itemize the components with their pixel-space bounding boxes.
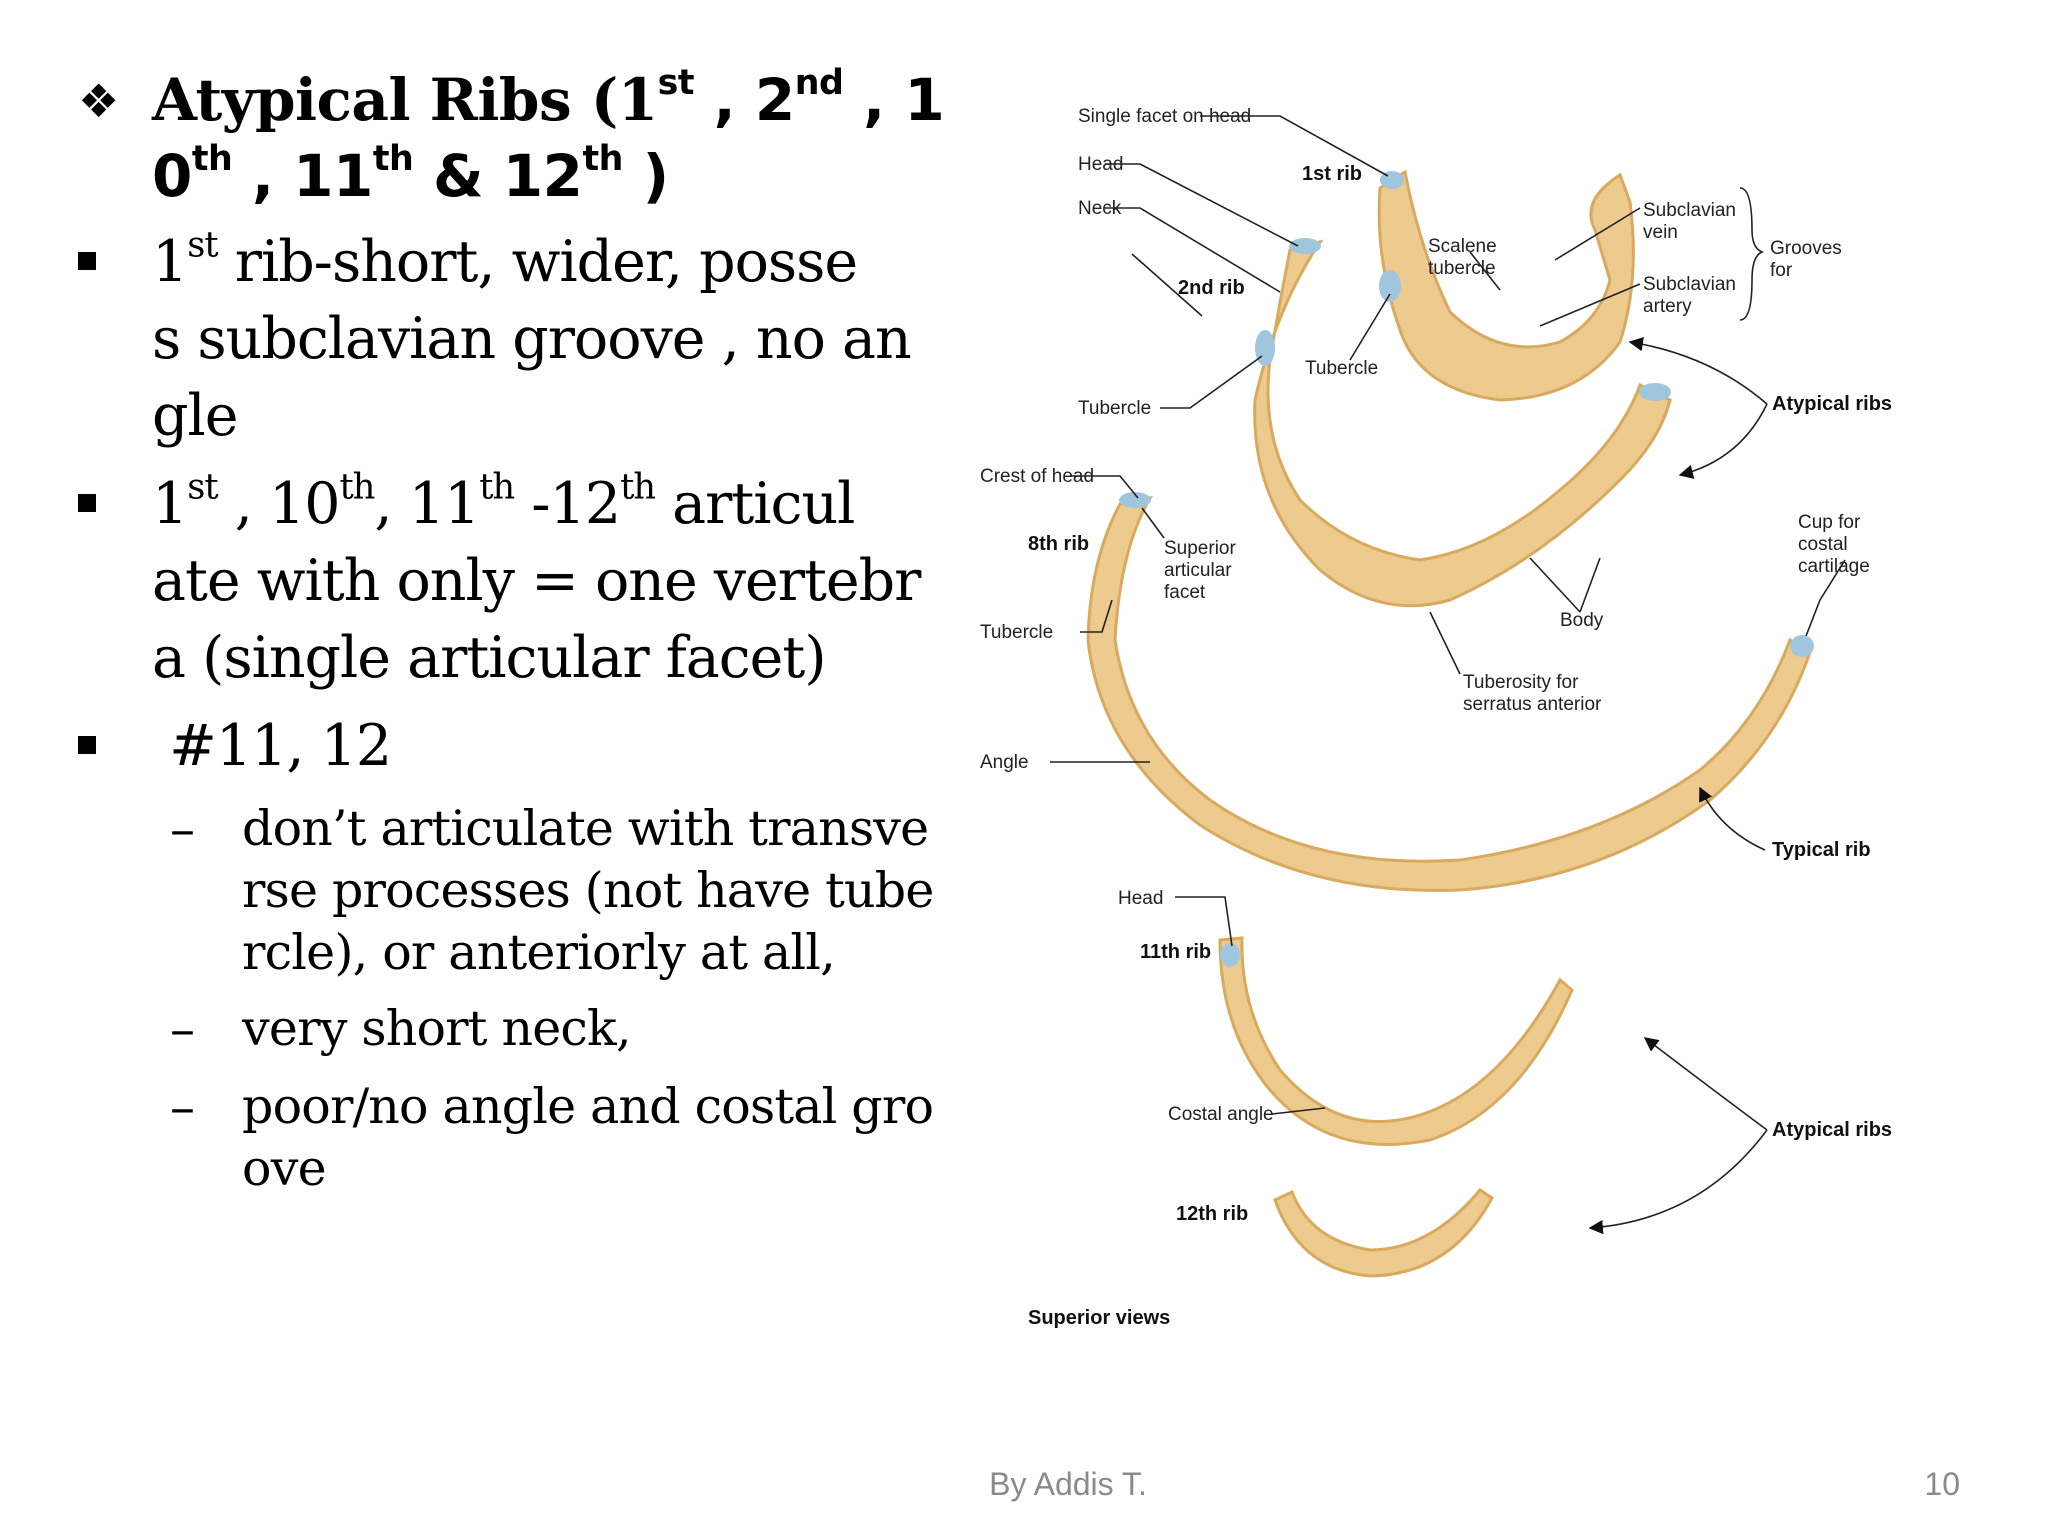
rib-anatomy-figure: Single facet on head Head Neck 1st rib 2… bbox=[980, 80, 1930, 1360]
leader-line bbox=[1529, 557, 1581, 613]
rib-anatomy-svg: Single facet on head Head Neck 1st rib 2… bbox=[980, 106, 1892, 1329]
leader-line bbox=[1469, 251, 1501, 291]
arrow-icon bbox=[1699, 786, 1766, 851]
arrow-icon bbox=[1643, 1037, 1768, 1131]
sub-bullet-text: very short neck, bbox=[242, 1000, 632, 1057]
dash-bullet-icon: – bbox=[170, 800, 195, 858]
leader-line bbox=[1539, 283, 1641, 327]
square-bullet-icon bbox=[78, 252, 96, 270]
label-first-rib: 1st rib bbox=[1302, 163, 1362, 185]
footer-author: By Addis T. bbox=[989, 1466, 1147, 1502]
arrow-icon bbox=[1628, 336, 1768, 405]
label-second-rib: 2nd rib bbox=[1178, 277, 1245, 299]
label-atypical-ribs-bottom: Atypical ribs bbox=[1772, 1119, 1892, 1141]
label-single-facet: Single facet on head bbox=[1078, 106, 1251, 127]
leader-line bbox=[1131, 253, 1203, 317]
twelfth-rib-shape bbox=[1273, 1188, 1494, 1278]
eighth-rib-cup bbox=[1790, 635, 1814, 657]
grooves-brace bbox=[1739, 187, 1765, 321]
dash-bullet-icon: – bbox=[170, 1078, 195, 1136]
label-atypical-ribs-top: Atypical ribs bbox=[1772, 393, 1892, 415]
leader-line bbox=[1429, 611, 1461, 675]
dash-bullet-icon: – bbox=[170, 1000, 195, 1058]
leader-line bbox=[1271, 1107, 1326, 1115]
label-angle: Angle bbox=[980, 752, 1029, 773]
label-eighth-rib: 8th rib bbox=[1028, 533, 1089, 555]
leader-line bbox=[1070, 475, 1139, 499]
second-rib-shape bbox=[1253, 239, 1672, 608]
leader-line bbox=[1200, 115, 1389, 177]
second-rib-tubercle bbox=[1255, 330, 1275, 366]
slide-page-number: 10 bbox=[1924, 1466, 1960, 1502]
eleventh-rib-shape bbox=[1218, 936, 1574, 1146]
label-tubercle-first: Tubercle bbox=[1305, 358, 1378, 379]
leader-line bbox=[1579, 557, 1601, 613]
square-bullet-icon bbox=[78, 494, 96, 512]
diamond-4-bullet-icon: ❖ bbox=[78, 74, 120, 128]
label-superior-views: Superior views bbox=[1028, 1307, 1170, 1329]
second-rib-end-cartilage bbox=[1639, 383, 1671, 401]
leader-line bbox=[1175, 896, 1233, 947]
leader-line bbox=[1105, 207, 1281, 293]
label-head-eleventh: Head bbox=[1118, 888, 1163, 909]
leader-line bbox=[1141, 507, 1165, 539]
label-neck: Neck bbox=[1078, 198, 1122, 219]
second-rib-head-facet bbox=[1289, 238, 1321, 254]
arrow-icon bbox=[1678, 403, 1768, 479]
arrow-icon bbox=[1588, 1129, 1768, 1235]
label-crest-of-head: Crest of head bbox=[980, 466, 1094, 487]
leader-line bbox=[1080, 599, 1113, 633]
label-twelfth-rib: 12th rib bbox=[1176, 1203, 1248, 1225]
leader-line bbox=[1554, 207, 1641, 261]
square-bullet-icon bbox=[78, 736, 96, 754]
leader-line bbox=[1160, 355, 1263, 409]
label-head: Head bbox=[1078, 154, 1123, 175]
leader-line bbox=[1805, 559, 1846, 637]
label-body: Body bbox=[1560, 610, 1604, 631]
eighth-rib-head-facet bbox=[1119, 492, 1151, 508]
leader-line bbox=[1105, 163, 1299, 247]
eleventh-rib-head-facet bbox=[1220, 943, 1240, 967]
bullet-text: #11, 12 bbox=[152, 713, 392, 779]
label-costal-angle: Costal angle bbox=[1168, 1104, 1274, 1125]
label-eleventh-rib: 11th rib bbox=[1140, 941, 1211, 963]
first-rib-tubercle bbox=[1379, 270, 1401, 302]
label-tubercle-eighth: Tubercle bbox=[980, 622, 1053, 643]
label-tubercle-second: Tubercle bbox=[1078, 398, 1151, 419]
leader-line bbox=[1349, 293, 1391, 361]
first-rib-shape bbox=[1377, 169, 1635, 402]
label-typical-rib: Typical rib bbox=[1772, 839, 1871, 861]
